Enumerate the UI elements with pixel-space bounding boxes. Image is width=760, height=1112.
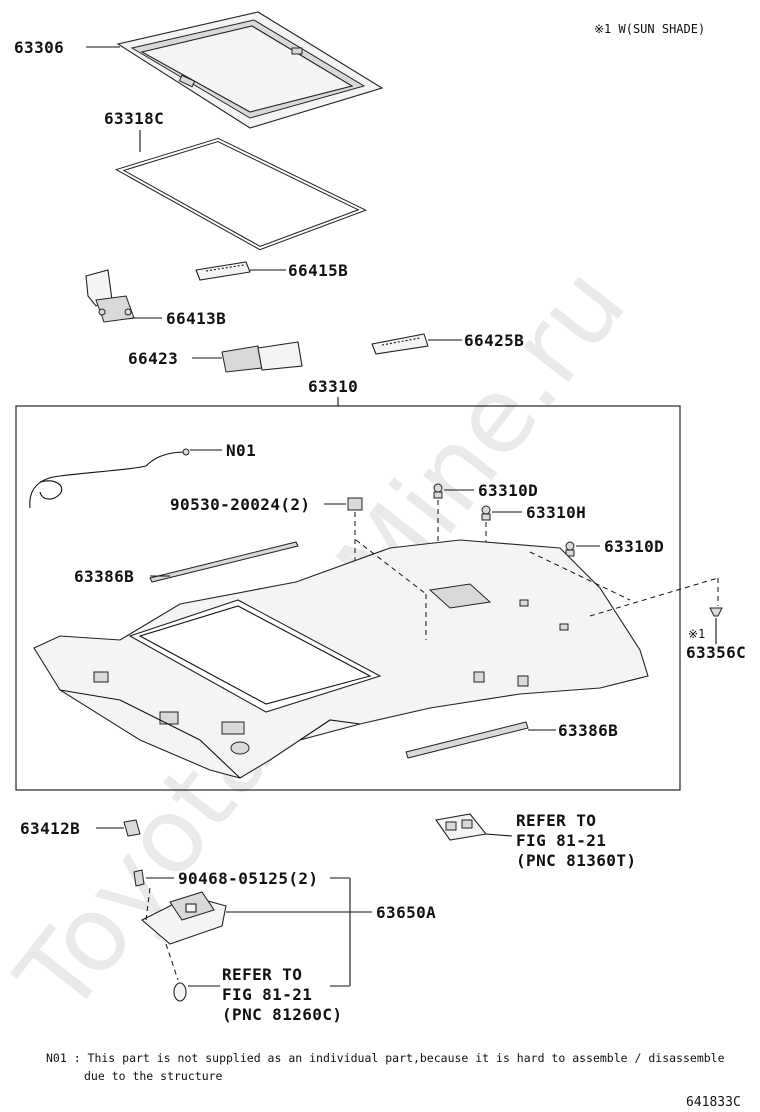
label-63306: 63306 (14, 38, 64, 57)
label-63650A: 63650A (376, 903, 436, 922)
cover-66423-part[interactable] (221, 341, 303, 373)
refer-a-line1: REFER TO (516, 811, 596, 830)
label-63310: 63310 (308, 377, 358, 396)
weatherstrip-part[interactable] (114, 137, 368, 251)
clip-63412b-part[interactable] (123, 819, 141, 837)
label-63356C-mark: ※1 (688, 627, 705, 641)
bulb-part[interactable] (173, 982, 187, 1002)
clip-63310h-part[interactable] (481, 505, 491, 521)
trim-strip-63386b-b-part[interactable] (405, 721, 529, 759)
label-66423: 66423 (128, 349, 178, 368)
bracket-66425b-part[interactable] (371, 333, 429, 355)
wire-harness-n01-part[interactable] (29, 448, 190, 509)
refer-a-line2: FIG 81-21 (516, 831, 606, 850)
bracket-66415b-part[interactable] (195, 261, 251, 281)
headliner-frame (15, 405, 681, 791)
hinge-66413b-part[interactable] (85, 269, 135, 323)
refer-a-line3: (PNC 81360T) (516, 851, 636, 870)
label-63356C: 63356C (686, 643, 746, 662)
clip-63310d-b-part[interactable] (565, 541, 575, 557)
label-63386B-a: 63386B (74, 567, 134, 586)
clip-63356c-part[interactable] (709, 607, 723, 617)
clip-90530-part[interactable] (347, 497, 363, 511)
label-63310D-b: 63310D (604, 537, 664, 556)
refer-b-line3: (PNC 81260C) (222, 1005, 342, 1024)
label-63318C: 63318C (104, 109, 164, 128)
label-63412B: 63412B (20, 819, 80, 838)
sun-shade-part[interactable] (116, 11, 384, 129)
label-N01: N01 (226, 441, 256, 460)
label-66415B: 66415B (288, 261, 348, 280)
header-note: ※1 W(SUN SHADE) (594, 22, 705, 36)
refer-b-line2: FIG 81-21 (222, 985, 312, 1004)
footnote-line2: due to the structure (84, 1069, 223, 1083)
screw-90468-part[interactable] (133, 869, 145, 887)
trim-strip-63386b-a-part[interactable] (149, 541, 299, 583)
refer-b-line1: REFER TO (222, 965, 302, 984)
clip-63310d-a-part[interactable] (433, 483, 443, 499)
label-66413B: 66413B (166, 309, 226, 328)
room-lamp-63650a-part[interactable] (141, 891, 227, 945)
label-63310D-a: 63310D (478, 481, 538, 500)
footnote-line1: N01 : This part is not supplied as an in… (46, 1051, 725, 1065)
label-90468-05125: 90468-05125(2) (178, 869, 318, 888)
map-lamp-part[interactable] (435, 813, 488, 841)
label-63310H: 63310H (526, 503, 586, 522)
headliner-body-part[interactable] (33, 539, 649, 779)
label-90530-20024: 90530-20024(2) (170, 495, 310, 514)
label-63386B-b: 63386B (558, 721, 618, 740)
label-66425B: 66425B (464, 331, 524, 350)
figure-code: 641833C (686, 1095, 741, 1110)
